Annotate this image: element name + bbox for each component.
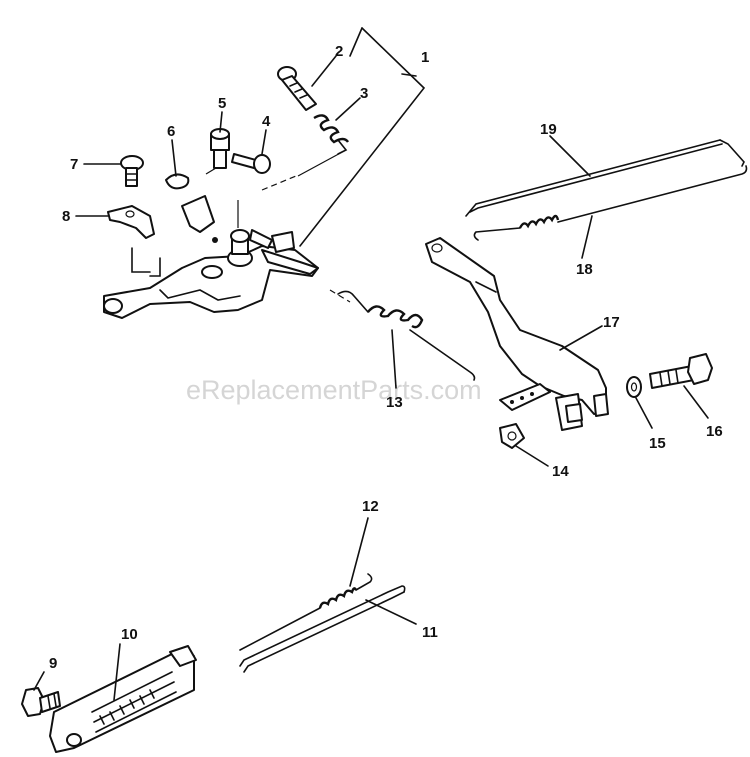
assembly-guide-lines — [205, 149, 351, 303]
callout-12: 12 — [362, 498, 379, 515]
callout-18: 18 — [576, 261, 593, 278]
governor-lever-assembly — [103, 195, 319, 319]
part-11-rod — [239, 585, 406, 673]
callout-4: 4 — [262, 113, 271, 130]
callout-2: 2 — [335, 43, 343, 60]
part-10-bracket — [49, 645, 197, 753]
callout-16: 16 — [706, 423, 723, 440]
lever-tab — [181, 195, 215, 233]
part-18-rod — [473, 165, 748, 241]
callout-15: 15 — [649, 435, 666, 452]
part-9-screw — [21, 687, 61, 717]
part-8-clamp — [107, 205, 155, 239]
callout-10: 10 — [121, 626, 138, 643]
watermark: eReplacementParts.com — [186, 375, 482, 405]
callout-6: 6 — [167, 123, 175, 140]
callout-11: 11 — [422, 624, 438, 641]
part-6-clip — [165, 173, 190, 190]
callout-14: 14 — [552, 463, 569, 480]
part-16-bolt — [649, 353, 713, 389]
part-14-nut — [499, 423, 525, 449]
part-7-screw — [120, 155, 144, 187]
part-15-washer — [626, 376, 642, 398]
governor-lever — [261, 249, 319, 275]
part-4-screw — [231, 153, 271, 174]
callout-19: 19 — [540, 121, 557, 138]
callout-7: 7 — [70, 156, 78, 173]
callout-5: 5 — [218, 95, 226, 112]
control-bracket — [103, 245, 319, 319]
callout-8: 8 — [62, 208, 70, 225]
callout-1: 1 — [421, 49, 429, 66]
part-2-screw — [277, 66, 317, 111]
part-3-spring — [313, 114, 349, 155]
part-17-throttle-lever — [425, 237, 609, 431]
part-19-rod — [465, 139, 745, 217]
callout-9: 9 — [49, 655, 57, 672]
part-13-spring — [337, 290, 476, 381]
callout-labels: 1 2 3 4 5 6 7 8 9 10 11 12 13 14 15 16 1… — [49, 43, 723, 672]
callout-3: 3 — [360, 85, 368, 102]
callout-17: 17 — [603, 314, 620, 331]
part-12-rod — [239, 573, 373, 651]
part-5-bolt — [210, 128, 230, 169]
leader-lines — [33, 27, 709, 701]
callout-13: 13 — [386, 394, 403, 411]
